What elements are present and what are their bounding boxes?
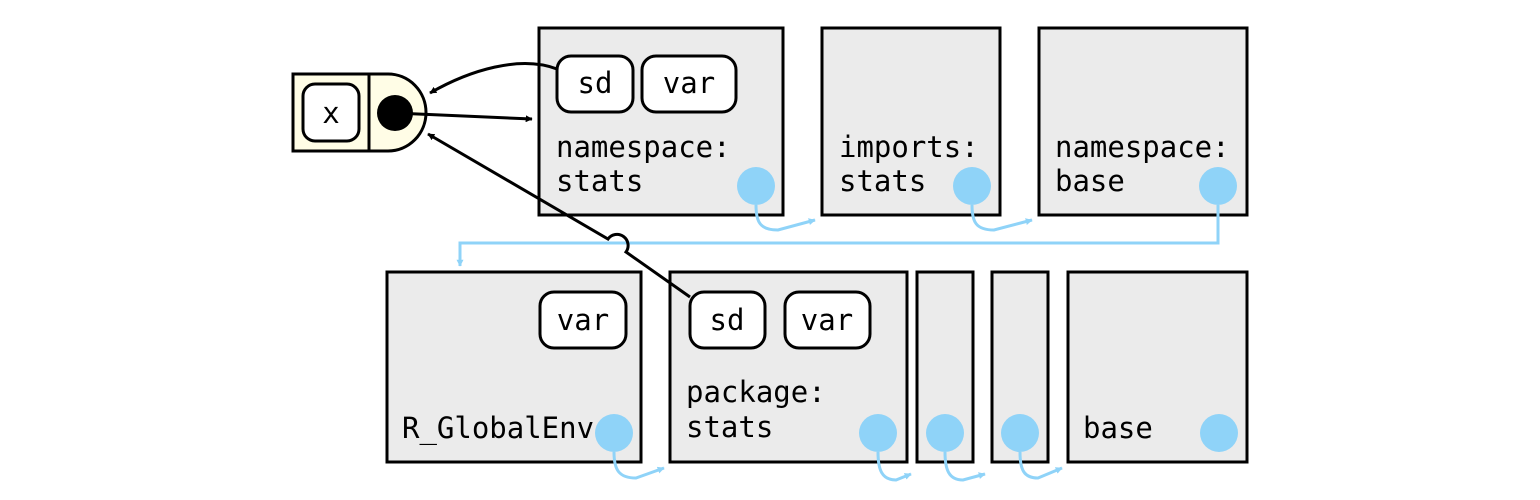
- env-package-stats: sd var package: stats: [668, 270, 909, 464]
- binding-label: var: [801, 303, 853, 337]
- package-sd-to-function-arrow: [427, 132, 691, 299]
- env-namespace-base: namespace: base: [1037, 26, 1249, 217]
- env-label: base: [1083, 411, 1153, 445]
- env-label: R_GlobalEnv: [402, 411, 594, 446]
- binding-label: sd: [578, 66, 613, 100]
- binding-label: sd: [710, 303, 745, 337]
- env-global: var R_GlobalEnv: [385, 270, 643, 464]
- env-attached-1: [915, 270, 975, 464]
- parent-link-namespace-to-imports: [754, 204, 816, 232]
- env-label: namespace:: [556, 130, 731, 164]
- parent-pointer-dot: [595, 414, 633, 452]
- parent-link-imports-to-namespace-base: [970, 204, 1033, 232]
- env-attached-2: [990, 270, 1050, 464]
- env-label: package:: [686, 375, 826, 409]
- env-label: imports:: [839, 130, 979, 164]
- function-env-to-namespace-arrow: [394, 111, 533, 123]
- parent-link-global-to-package-stats: [612, 451, 665, 480]
- env-label: stats: [839, 164, 926, 198]
- parent-pointer-dot: [926, 414, 964, 452]
- parent-pointer-dot: [953, 167, 991, 205]
- parent-pointer-dot: [859, 414, 897, 452]
- binding-var: [538, 290, 628, 350]
- parent-pointer-dot: [1200, 414, 1238, 452]
- env-label: namespace:: [1055, 130, 1230, 164]
- binding-sd: [555, 54, 635, 114]
- parent-link-attached-2-to-base: [1018, 451, 1063, 480]
- env-imports-stats: imports: stats: [820, 26, 1002, 217]
- binding-var: [640, 54, 738, 114]
- binding-label: var: [663, 66, 715, 100]
- parent-link-attached-1-to-attached-2: [943, 451, 986, 482]
- env-namespace-stats: sd var namespace: stats: [537, 26, 785, 217]
- parent-link-package-stats-to-attached-1: [876, 451, 912, 482]
- binding-label: var: [557, 303, 609, 337]
- parent-pointer-dot: [1001, 414, 1039, 452]
- env-label: stats: [556, 164, 643, 198]
- parent-pointer-dot: [1199, 167, 1237, 205]
- env-label: stats: [686, 410, 773, 444]
- function-object-x: x: [291, 72, 428, 153]
- env-label: base: [1055, 164, 1125, 198]
- function-name-box: [301, 82, 361, 143]
- binding-sd: [688, 290, 767, 350]
- parent-link-namespace-base-to-global: [456, 205, 1220, 267]
- parent-pointer-dot: [737, 167, 775, 205]
- binding-var: [783, 290, 872, 350]
- env-package-base: base: [1066, 270, 1249, 464]
- sd-binding-to-function-arrow: [429, 62, 558, 95]
- function-name: x: [322, 96, 339, 130]
